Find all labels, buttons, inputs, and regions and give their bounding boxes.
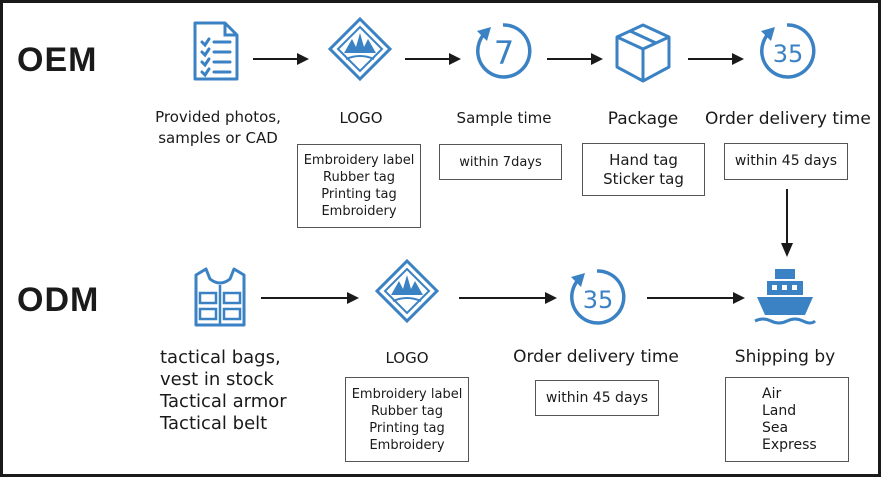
detail-item: Sticker tag [603, 169, 684, 188]
detail-item: Land [762, 402, 797, 419]
odm-delivery-box: within 45 days [535, 380, 659, 416]
caption-line: vest in stock [160, 369, 274, 390]
timer-number: 35 [583, 286, 614, 314]
oem-step5-caption: Order delivery time [705, 109, 871, 129]
odm-step3-caption: Order delivery time [513, 347, 679, 367]
oem-logo-options-box: Embroidery label Rubber tag Printing tag… [297, 144, 421, 228]
timer-number: 7 [494, 34, 514, 72]
arrow-right-icon [547, 53, 603, 65]
oem-sample-time-box: within 7days [439, 144, 562, 180]
odm-step4-caption: Shipping by [734, 347, 836, 367]
oem-step4-caption: Package [607, 109, 679, 129]
document-checklist-icon [183, 19, 247, 83]
detail-item: Rubber tag [323, 170, 395, 185]
ship-icon [753, 265, 817, 329]
logo-diamond-icon [374, 258, 440, 324]
caption-line: Tactical belt [160, 413, 268, 434]
detail-item: Embroidery [369, 437, 445, 453]
detail-item: within 45 days [734, 153, 838, 169]
detail-item: Printing tag [321, 187, 397, 202]
timer-35-icon: 35 [755, 19, 819, 83]
detail-item: Rubber tag [371, 403, 443, 419]
odm-step1-caption: tactical bags, vest in stock Tactical ar… [160, 347, 287, 435]
caption-line: tactical bags, [160, 347, 281, 368]
odm-logo-options-box: Embroidery label Rubber tag Printing tag… [345, 377, 469, 462]
detail-item: within 45 days [545, 389, 649, 406]
detail-item: Embroidery [321, 204, 397, 219]
detail-item: Hand tag [609, 150, 678, 169]
oem-label: OEM [17, 41, 98, 79]
arrow-right-icon [405, 53, 461, 65]
arrow-down-icon [781, 189, 793, 257]
oem-step1-caption: Provided photos, samples or CAD [155, 108, 281, 147]
oem-step3-caption: Sample time [456, 109, 552, 127]
detail-item: within 7days [459, 154, 542, 170]
logo-diamond-icon [327, 16, 393, 82]
timer-number: 35 [773, 40, 804, 68]
oem-step2-caption: LOGO [339, 109, 383, 127]
timer-35-icon: 35 [565, 265, 629, 329]
odm-shipping-box: Air Land Sea Express [725, 377, 849, 462]
detail-item: Embroidery label [351, 386, 463, 402]
arrow-right-icon [261, 292, 359, 304]
detail-item: Sea [762, 419, 789, 436]
detail-item: Express [762, 436, 817, 453]
detail-item: Embroidery label [303, 153, 415, 168]
tactical-vest-icon [188, 265, 252, 329]
detail-item: Air [762, 385, 782, 402]
oem-delivery-box: within 45 days [724, 143, 848, 180]
arrow-right-icon [253, 53, 309, 65]
caption-line: Tactical armor [160, 391, 287, 412]
oem-package-box: Hand tag Sticker tag [582, 143, 705, 196]
package-box-icon [611, 21, 675, 85]
detail-item: Printing tag [369, 420, 445, 436]
timer-7-icon: 7 [471, 19, 535, 83]
odm-label: ODM [17, 281, 100, 319]
arrow-right-icon [688, 53, 744, 65]
arrow-right-icon [459, 292, 557, 304]
odm-step2-caption: LOGO [385, 349, 429, 367]
arrow-right-icon [647, 292, 745, 304]
